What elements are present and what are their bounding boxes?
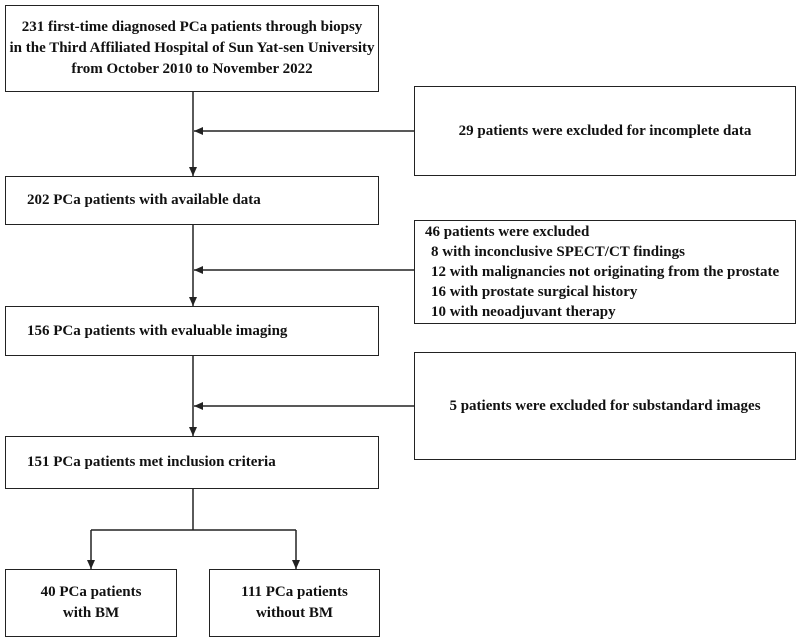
- step4-text: 151 PCa patients met inclusion criteria: [27, 454, 276, 470]
- outcome-bm-line: with BM: [62, 605, 120, 621]
- exclusion2-item: 12 with malignancies not originating fro…: [431, 264, 780, 280]
- outcome-no-bm-line: without BM: [255, 605, 334, 621]
- step3-box: 156 PCa patients with evaluable imaging: [5, 306, 379, 356]
- start-line: in the Third Affiliated Hospital of Sun …: [9, 40, 375, 56]
- exclusion2-box: 46 patients were excluded 8 with inconcl…: [414, 220, 796, 324]
- outcome-no-bm-box: 111 PCa patients without BM: [209, 569, 380, 637]
- start-box: 231 first-time diagnosed PCa patients th…: [5, 5, 379, 92]
- exclusion2-item: 16 with prostate surgical history: [431, 284, 638, 300]
- step2-text: 202 PCa patients with available data: [27, 192, 261, 208]
- step4-box: 151 PCa patients met inclusion criteria: [5, 436, 379, 489]
- step3-text: 156 PCa patients with evaluable imaging: [27, 322, 288, 339]
- start-line: 231 first-time diagnosed PCa patients th…: [21, 19, 363, 35]
- exclusion3-box: 5 patients were excluded for substandard…: [414, 352, 796, 460]
- outcome-bm-box: 40 PCa patients with BM: [5, 569, 177, 637]
- exclusion1-box: 29 patients were excluded for incomplete…: [414, 86, 796, 176]
- start-line: from October 2010 to November 2022: [71, 61, 313, 77]
- exclusion2-item: 8 with inconclusive SPECT/CT findings: [431, 244, 685, 260]
- outcome-no-bm-line: 111 PCa patients: [241, 584, 348, 600]
- outcome-bm-line: 40 PCa patients: [40, 584, 142, 600]
- exclusion3-text: 5 patients were excluded for substandard…: [449, 397, 761, 414]
- exclusion1-text: 29 patients were excluded for incomplete…: [458, 122, 752, 139]
- exclusion2-title: 46 patients were excluded: [425, 224, 590, 240]
- exclusion2-item: 10 with neoadjuvant therapy: [431, 304, 616, 320]
- step2-box: 202 PCa patients with available data: [5, 176, 379, 225]
